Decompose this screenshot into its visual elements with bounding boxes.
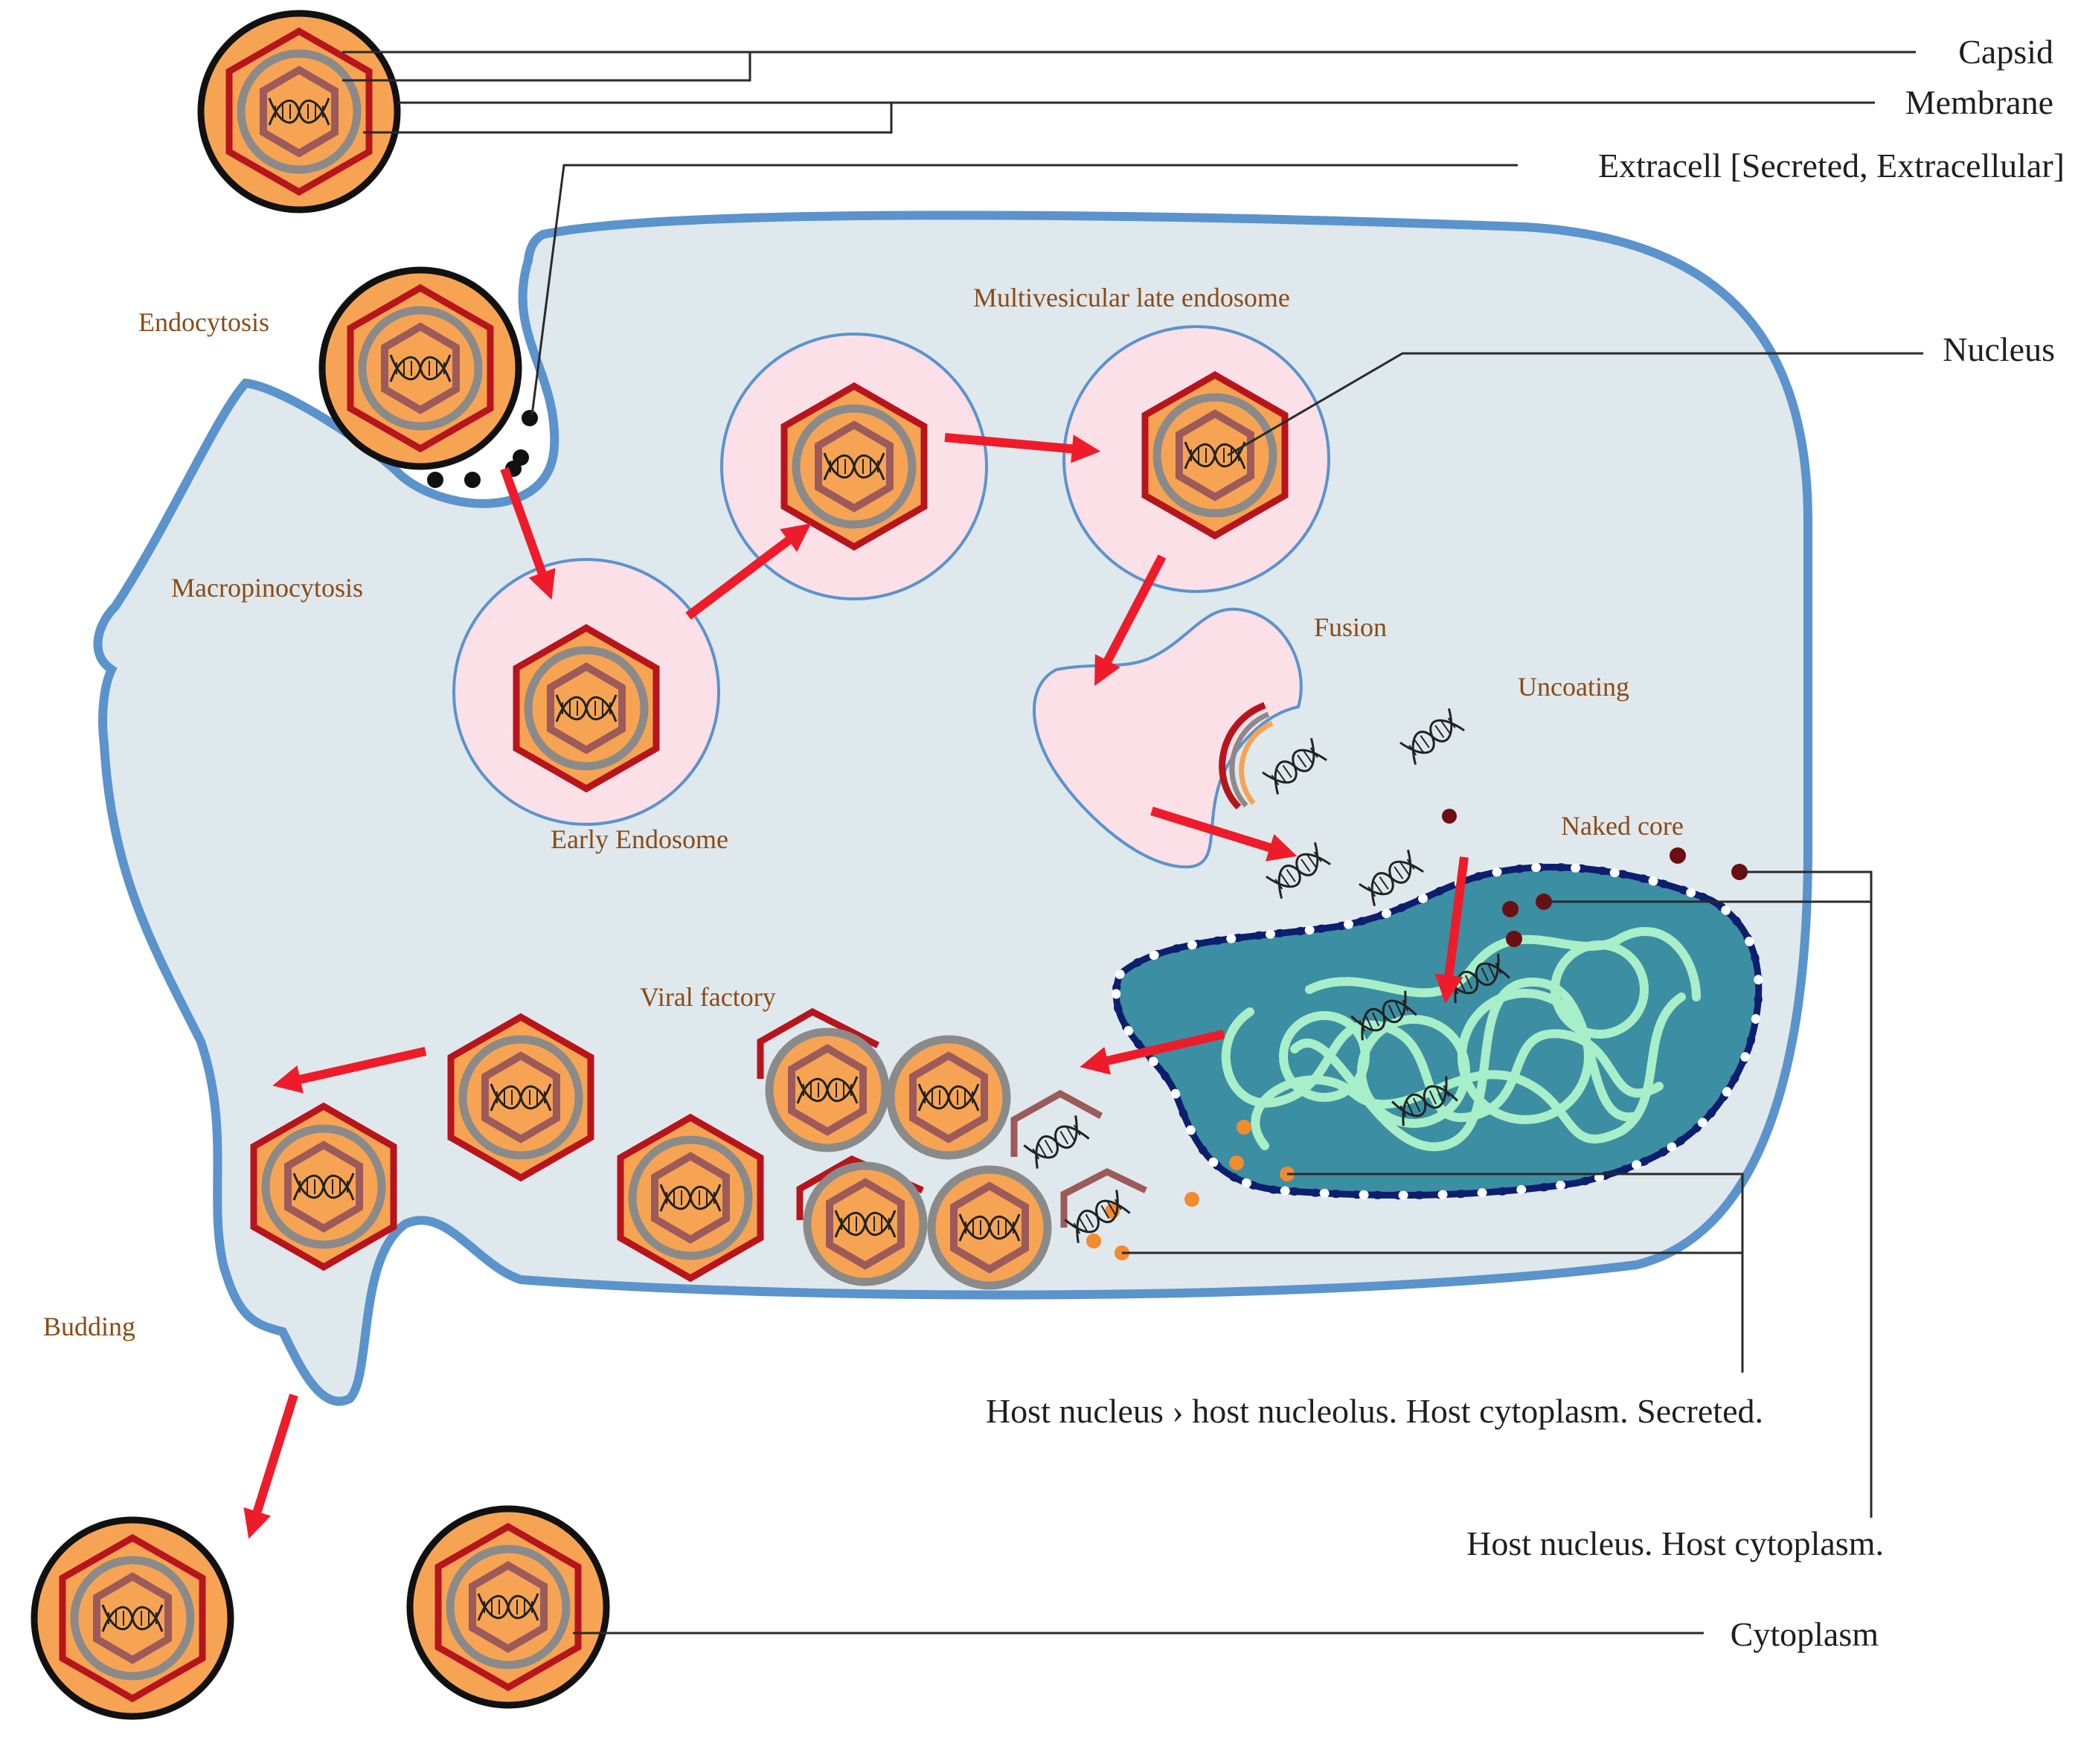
naked-core-dots <box>1442 809 1748 947</box>
chromatin <box>1221 927 1701 1152</box>
label-budding: Budding <box>43 1312 135 1341</box>
virion-top <box>201 13 397 210</box>
callout-cytoplasm: Cytoplasm <box>1731 1615 1879 1653</box>
lifecycle-arrows <box>243 433 1469 1539</box>
callout-membrane: Membrane <box>1905 83 2053 121</box>
callout-host-nucleolus: Host nucleus › host nucleolus. Host cyto… <box>986 1392 1763 1430</box>
viral-factory <box>757 1007 1147 1286</box>
secreted-protein-dots <box>1086 1120 1295 1260</box>
callout-capsid: Capsid <box>1958 33 2053 71</box>
callout-leaders <box>342 51 1923 1635</box>
label-naked-core: Naked core <box>1561 811 1684 841</box>
endocytosis-dots <box>427 410 538 488</box>
virion-released-1 <box>34 1520 231 1716</box>
broken-capsid <box>1219 702 1274 810</box>
label-endocytosis: Endocytosis <box>138 307 269 337</box>
virion-released-2 <box>410 1509 606 1705</box>
label-fusion: Fusion <box>1314 612 1387 642</box>
label-macropinocytosis: Macropinocytosis <box>171 573 363 603</box>
label-multivesicular-late-endosome: Multivesicular late endosome <box>973 283 1290 312</box>
label-uncoating: Uncoating <box>1518 672 1629 702</box>
virion-endocytosis <box>322 270 519 466</box>
callout-nucleus: Nucleus <box>1943 330 2055 368</box>
callout-host-nucleus-cytoplasm: Host nucleus. Host cytoplasm. <box>1466 1524 1884 1562</box>
callout-extracell: Extracell [Secreted, Extracellular] <box>1598 147 2065 185</box>
label-viral-factory: Viral factory <box>640 982 776 1012</box>
label-early-endosome: Early Endosome <box>551 824 728 854</box>
